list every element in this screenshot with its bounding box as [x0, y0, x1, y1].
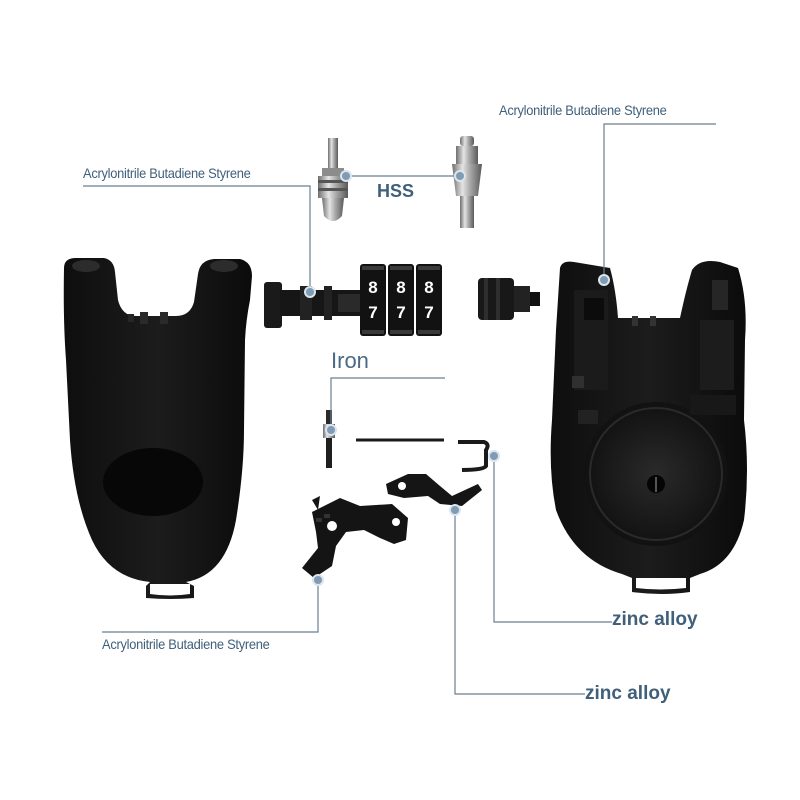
leader-zinc-2	[454, 510, 585, 695]
label-zinc-alloy-2: zinc alloy	[585, 683, 671, 704]
dot-abs-left	[304, 286, 316, 298]
dot-abs-bottom	[312, 574, 324, 586]
dial-digit: 7	[368, 303, 377, 322]
lever-part	[302, 496, 408, 578]
dot-iron	[325, 424, 337, 436]
latch-plate	[386, 474, 482, 506]
right-housing-shell	[550, 261, 747, 594]
lock-shaft	[264, 282, 362, 328]
dial-digit: 8	[424, 278, 433, 297]
label-abs-right: Acrylonitrile Butadiene Styrene	[499, 102, 667, 118]
label-zinc-alloy-1: zinc alloy	[612, 609, 698, 630]
dial-digit: 7	[424, 303, 433, 322]
label-abs-left: Acrylonitrile Butadiene Styrene	[83, 165, 251, 181]
dial-digit: 7	[396, 303, 405, 322]
dial-digit: 8	[396, 278, 405, 297]
leader-abs-right	[603, 123, 716, 278]
left-housing-shell	[63, 258, 252, 599]
leader-iron	[330, 377, 445, 428]
label-hss: HSS	[377, 181, 415, 201]
combination-dials	[360, 264, 442, 336]
leader-zinc-1	[493, 454, 612, 623]
spring-wire	[356, 438, 490, 472]
iron-pin	[323, 410, 335, 468]
dial-digit: 8	[368, 278, 377, 297]
callout-dots	[304, 170, 610, 586]
hss-pin-left	[318, 138, 348, 221]
dot-zinc-1	[488, 450, 500, 462]
dot-zinc-2	[449, 504, 461, 516]
leader-abs-left	[83, 185, 311, 290]
label-iron: Iron	[331, 348, 369, 373]
dot-abs-right	[598, 274, 610, 286]
dot-hss-right	[454, 170, 466, 182]
label-abs-bottom: Acrylonitrile Butadiene Styrene	[102, 636, 270, 652]
leader-lines	[83, 123, 716, 695]
dot-hss-left	[340, 170, 352, 182]
dial-digit-group: 8 8 8 7 7 7	[368, 278, 433, 322]
leader-abs-bottom	[102, 582, 319, 633]
hss-pin-right	[452, 136, 482, 228]
hex-nut	[478, 278, 540, 320]
